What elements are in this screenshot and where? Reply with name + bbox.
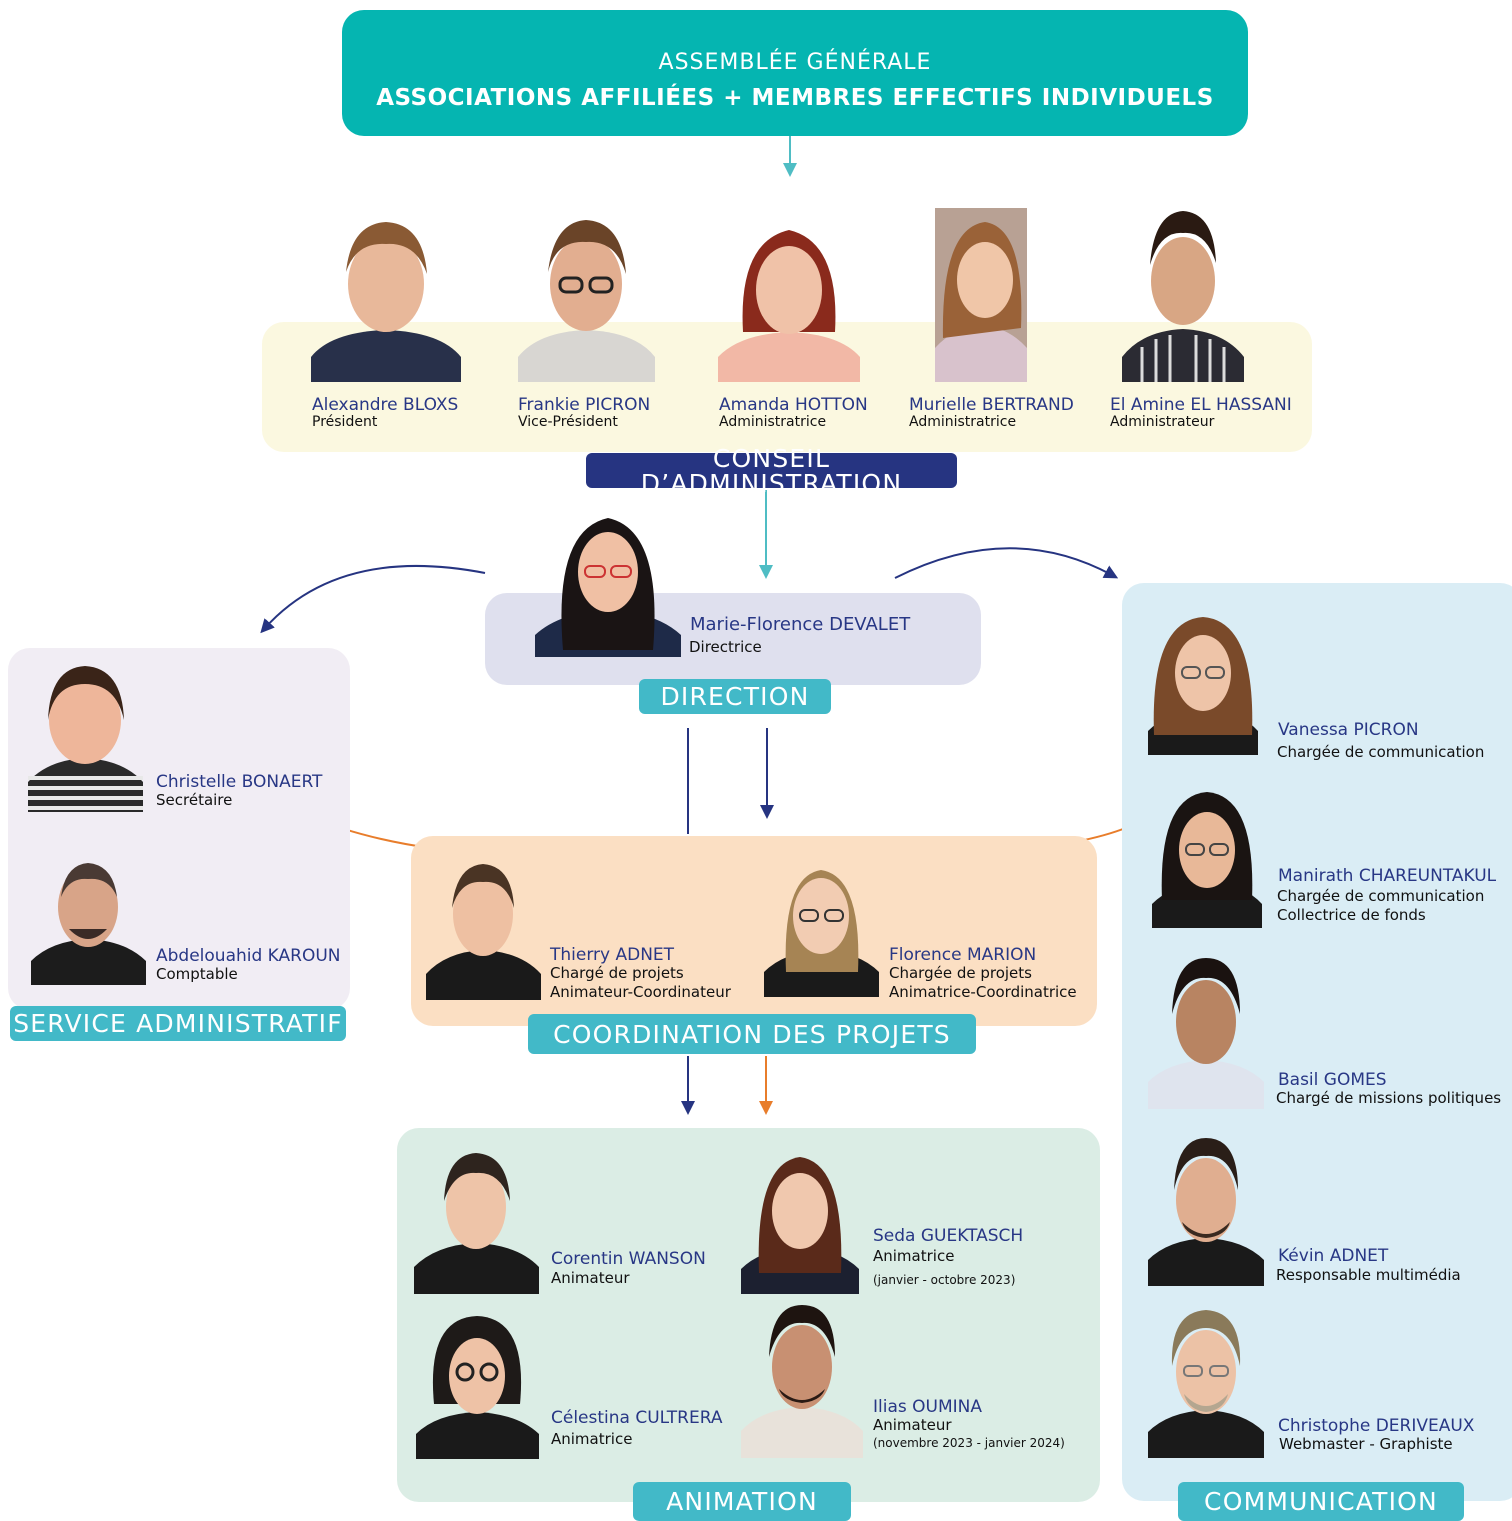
assembly-title: ASSEMBLÉE GÉNÉRALE: [658, 50, 932, 75]
person-name: Alexandre BLOXS: [312, 395, 459, 415]
person-role: Chargé de projets: [550, 964, 684, 982]
person-name: Célestina CULTRERA: [551, 1408, 723, 1428]
section-label-board: CONSEIL D’ADMINISTRATION: [586, 446, 957, 496]
person-name: Abdelouahid KAROUN: [156, 946, 341, 966]
person-role: Responsable multimédia: [1276, 1266, 1461, 1284]
section-label-direction: DIRECTION: [639, 679, 831, 714]
person-name: Vanessa PICRON: [1278, 720, 1419, 740]
portrait-photo: [741, 1305, 863, 1458]
portrait-photo: [1148, 1138, 1264, 1286]
person-name: Frankie PICRON: [518, 395, 651, 415]
person-role: Administratrice: [909, 414, 1017, 430]
person-name: Corentin WANSON: [551, 1249, 706, 1269]
person-name: Kévin ADNET: [1278, 1246, 1389, 1266]
person-role: Animateur: [551, 1269, 630, 1287]
person-role: Chargée de communication: [1277, 887, 1485, 905]
portrait-photo: [426, 862, 541, 1000]
person-name: Florence MARION: [889, 945, 1037, 965]
portrait-photo: [535, 510, 681, 657]
person-name: Manirath CHAREUNTAKUL: [1278, 866, 1497, 886]
person-role: Chargé de missions politiques: [1276, 1089, 1502, 1107]
portrait-photo: [414, 1153, 539, 1294]
assembly-subtitle: ASSOCIATIONS AFFILIÉES + MEMBRES EFFECTI…: [376, 85, 1214, 111]
person-role: Animatrice-Coordinatrice: [889, 983, 1077, 1001]
portrait-photo: [764, 862, 879, 997]
person-name: Amanda HOTTON: [719, 395, 868, 415]
person-name: Ilias OUMINA: [873, 1397, 982, 1417]
person-name: Seda GUEKTASCH: [873, 1226, 1024, 1246]
general-assembly-banner: ASSEMBLÉE GÉNÉRALE ASSOCIATIONS AFFILIÉE…: [342, 10, 1248, 136]
arrow-direction-to-communication: [894, 547, 1119, 579]
section-label-coordination: COORDINATION DES PROJETS: [528, 1014, 976, 1054]
arrow-direction-to-admin: [260, 564, 486, 634]
portrait-photo: [1148, 958, 1264, 1109]
person-role: Animatrice: [873, 1247, 955, 1265]
portrait-photo: [1148, 615, 1258, 755]
section-label-admin: SERVICE ADMINISTRATIF: [10, 1006, 346, 1041]
person-role: Animateur: [873, 1416, 952, 1434]
person-name: Christophe DERIVEAUX: [1278, 1416, 1475, 1436]
portrait-photo: [416, 1314, 539, 1459]
person-role: Président: [312, 414, 378, 430]
person-name: Murielle BERTRAND: [909, 395, 1074, 415]
portrait-photo: [28, 662, 143, 812]
portrait-photo: [311, 212, 461, 382]
portrait-photo: [718, 212, 860, 382]
person-role: Webmaster - Graphiste: [1279, 1435, 1453, 1453]
person-name: El Amine EL HASSANI: [1110, 395, 1292, 415]
person-name: Thierry ADNET: [550, 945, 675, 965]
person-role: Animatrice: [551, 1430, 633, 1448]
portrait-photo: [518, 212, 655, 382]
person-role: Administrateur: [1110, 414, 1215, 430]
portrait-photo: [741, 1153, 859, 1294]
person-name: Basil GOMES: [1278, 1070, 1387, 1090]
section-label-animation: ANIMATION: [633, 1482, 851, 1521]
person-role: Collectrice de fonds: [1277, 906, 1426, 924]
portrait-photo: [935, 208, 1027, 382]
portrait-photo: [1148, 1310, 1264, 1458]
person-role: Secrétaire: [156, 791, 233, 809]
section-label-communication: COMMUNICATION: [1178, 1482, 1464, 1521]
person-name: Christelle BONAERT: [156, 772, 323, 792]
person-role: Comptable: [156, 965, 238, 983]
person-role: Chargée de communication: [1277, 743, 1485, 761]
person-role: Administratrice: [719, 414, 827, 430]
person-role: Vice-Président: [518, 414, 618, 430]
portrait-photo: [31, 857, 146, 985]
portrait-photo: [1122, 207, 1244, 382]
person-name: Marie-Florence DEVALET: [690, 614, 911, 635]
person-note: (janvier - octobre 2023): [873, 1273, 1016, 1287]
person-role: Animateur-Coordinateur: [550, 983, 731, 1001]
person-role: Chargée de projets: [889, 964, 1032, 982]
person-role: Directrice: [689, 638, 762, 656]
person-note: (novembre 2023 - janvier 2024): [873, 1436, 1065, 1450]
portrait-photo: [1152, 790, 1262, 928]
